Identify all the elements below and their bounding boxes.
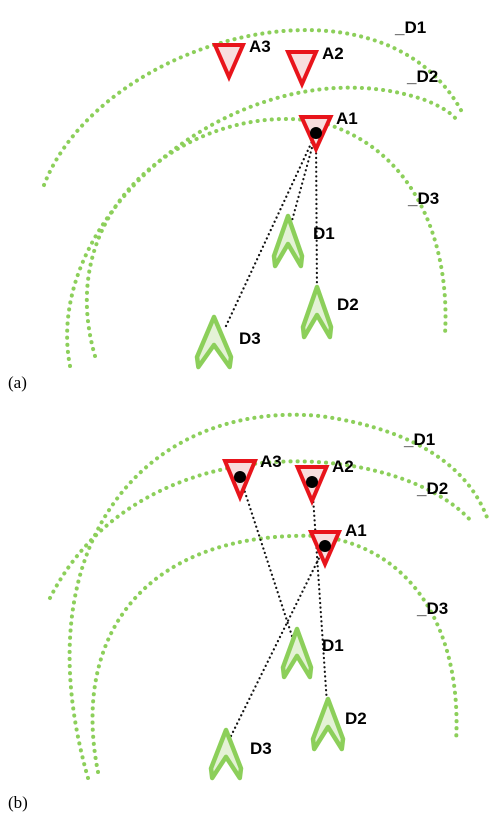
panel-caption-b: (b): [8, 793, 28, 812]
defender-d2-icon: [300, 284, 334, 340]
attacker-label-a1: A1: [345, 521, 367, 540]
range-label-d3: _D3: [407, 189, 439, 208]
defender-label-d1: D1: [313, 224, 335, 243]
attacker-label-a2: A2: [332, 457, 354, 476]
range-arc-d3: [90, 533, 459, 774]
assignment-link-d3-a1: [229, 544, 327, 738]
target-dot-a1-icon: [310, 127, 322, 139]
range-arc-d3: [84, 116, 448, 358]
range-label-d1: _D1: [394, 18, 426, 37]
target-dot-a3-icon: [234, 471, 246, 483]
range-arc-d1: [67, 412, 490, 780]
attacker-label-a3: A3: [260, 452, 282, 471]
range-label-d3: _D3: [416, 599, 448, 618]
attacker-label-a2: A2: [322, 44, 344, 63]
defender-d3-icon: [208, 727, 244, 781]
range-label-d2: _D2: [406, 67, 438, 86]
defender-label-d3: D3: [239, 329, 261, 348]
range-arc-d2: [65, 85, 460, 368]
assignment-link-d3-a1: [224, 131, 318, 328]
range-label-d1: _D1: [403, 430, 435, 449]
range-arc-d1: [42, 28, 464, 187]
defender-label-d1: D1: [322, 636, 344, 655]
panel-caption-a: (a): [8, 373, 27, 392]
assignment-link-d1-a1: [288, 131, 318, 230]
attacker-a2-icon: [284, 50, 320, 89]
assignment-link-d2-a1: [314, 131, 319, 298]
defender-d3-icon: [194, 314, 234, 370]
range-label-d2: _D2: [416, 479, 448, 498]
attacker-label-a1: A1: [336, 109, 358, 128]
defender-d1-icon: [271, 213, 305, 269]
assignment-link-d2-a2: [310, 480, 329, 706]
defender-d1-icon: [280, 626, 314, 680]
attacker-a3-icon: [211, 43, 247, 82]
target-dot-a1-icon: [319, 540, 331, 552]
defender-label-d3: D3: [250, 739, 272, 758]
attacker-label-a3: A3: [249, 37, 271, 56]
defender-label-d2: D2: [337, 295, 359, 314]
assignment-link-d1-a3: [238, 475, 294, 638]
defender-label-d2: D2: [345, 709, 367, 728]
range-arc-d2: [48, 459, 474, 600]
defender-d2-icon: [310, 696, 346, 752]
target-dot-a2-icon: [306, 476, 318, 488]
